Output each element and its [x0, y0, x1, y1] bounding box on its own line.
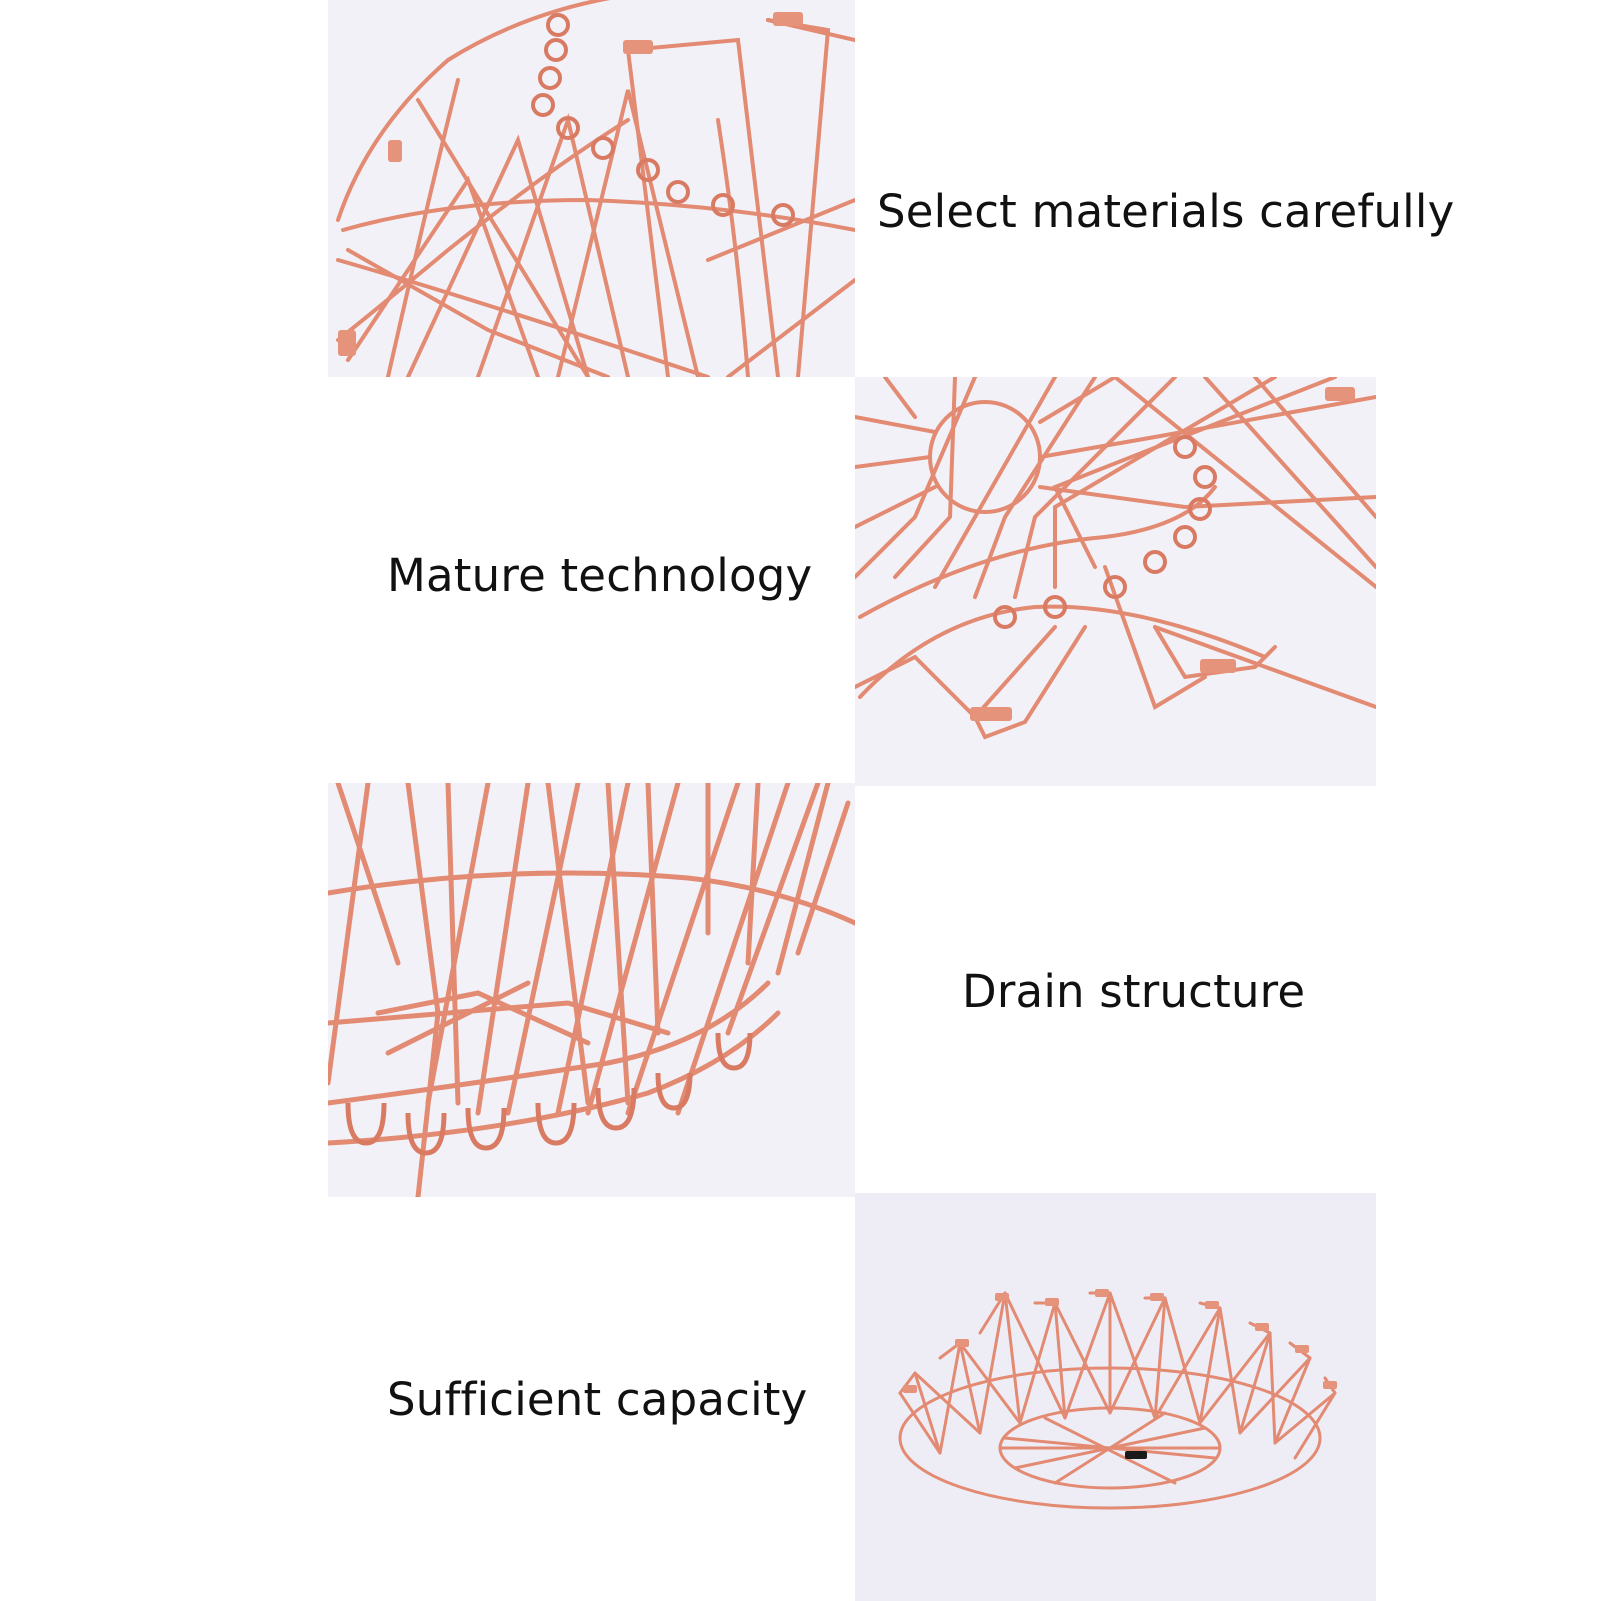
photo-full-fruit-bowl: [855, 1193, 1376, 1601]
photo-basket-rim-closeup: [328, 0, 855, 377]
photo-basket-side-closeup: [328, 783, 855, 1197]
caption-sufficient-capacity: Sufficient capacity: [387, 1373, 808, 1426]
caption-mature-technology: Mature technology: [387, 549, 813, 602]
wire-basket-side-illustration: [328, 783, 855, 1197]
photo-basket-base-pattern: [855, 377, 1376, 786]
wire-basket-base-illustration: [855, 377, 1376, 786]
caption-drain-structure: Drain structure: [962, 965, 1306, 1018]
wire-basket-rim-illustration: [328, 0, 855, 377]
wire-fruit-bowl-illustration: [855, 1193, 1376, 1601]
caption-select-materials: Select materials carefully: [877, 185, 1455, 238]
